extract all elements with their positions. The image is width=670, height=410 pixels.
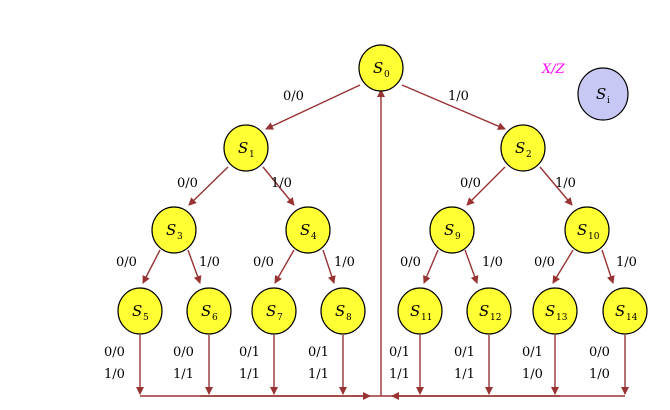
edge-s1-s3 [188, 166, 229, 206]
label-s3-s6: 1/0 [199, 255, 220, 270]
state-s0: S 0 [358, 44, 404, 92]
state-s7-letter: S [266, 302, 276, 320]
label-s0-s1: 0/0 [283, 89, 304, 104]
state-s4: S 4 [285, 206, 331, 254]
edge-s2-s10 [539, 166, 573, 206]
leaf-label-s13-top: 0/1 [522, 345, 543, 360]
state-s8: S 8 [320, 287, 366, 335]
label-s9-s12: 1/0 [482, 255, 503, 270]
edge-s1-s4 [262, 166, 295, 206]
label-s9-s11: 0/0 [400, 255, 421, 270]
tree-edges [142, 84, 615, 284]
leaf-label-s6-top: 0/0 [173, 345, 194, 360]
edge-s0-s1 [265, 84, 361, 130]
state-s4-letter: S [300, 221, 310, 239]
edge-s4-s8 [322, 249, 336, 284]
state-s13-sub: 13 [556, 313, 568, 323]
label-s1-s4: 1/0 [271, 176, 292, 191]
edge-s10-s13 [552, 249, 574, 284]
state-s2-sub: 2 [526, 150, 532, 160]
state-s5-letter: S [132, 302, 142, 320]
leaf-label-s7-bottom: 1/1 [239, 367, 260, 382]
state-s8-sub: 8 [346, 313, 352, 323]
state-s14-letter: S [615, 302, 625, 320]
edge-s3-s6 [187, 249, 202, 284]
leaf-label-s11-bottom: 1/1 [389, 367, 410, 382]
label-s4-s8: 1/0 [334, 255, 355, 270]
state-s1-letter: S [238, 139, 248, 157]
edge-s9-s12 [464, 249, 479, 284]
state-s9-sub: 9 [455, 232, 461, 242]
label-s2-s10: 1/0 [555, 176, 576, 191]
edge-s0-s2 [401, 84, 506, 130]
state-s3-sub: 3 [177, 232, 183, 242]
label-s10-s13: 0/0 [534, 255, 555, 270]
label-s4-s7: 0/0 [253, 255, 274, 270]
edge-s10-s14 [601, 249, 615, 284]
state-s11-sub: 11 [421, 313, 432, 323]
label-s3-s5: 0/0 [116, 255, 137, 270]
leaf-label-s7-top: 0/1 [239, 345, 260, 360]
leaf-label-s12-bottom: 1/1 [454, 367, 475, 382]
legend-state-circle [577, 67, 629, 121]
state-s7: S 7 [251, 287, 297, 335]
legend-label: X/Z [541, 62, 566, 77]
return-lines [136, 89, 629, 400]
legend: X/Z S i [541, 62, 629, 121]
state-s9-letter: S [444, 221, 454, 239]
state-s9: S 9 [429, 206, 475, 254]
state-s8-letter: S [335, 302, 345, 320]
edge-s4-s7 [274, 249, 295, 284]
leaf-label-s6-bottom: 1/1 [173, 367, 194, 382]
state-s12-sub: 12 [490, 313, 501, 323]
state-s5: S 5 [117, 287, 163, 335]
state-s13-letter: S [545, 302, 555, 320]
state-s6: S 6 [186, 287, 232, 335]
state-s4-sub: 4 [311, 232, 317, 242]
state-s11-letter: S [410, 302, 420, 320]
leaf-label-s12-top: 0/1 [454, 345, 475, 360]
state-s10: S 10 [564, 206, 610, 254]
state-nodes: S 0 S 1 S 2 S 3 S 4 S 9 S [117, 44, 648, 335]
label-s1-s3: 0/0 [177, 176, 198, 191]
state-s6-sub: 6 [212, 313, 218, 323]
state-s3: S 3 [151, 206, 197, 254]
state-s5-sub: 5 [143, 313, 149, 323]
label-s0-s2: 1/0 [448, 89, 469, 104]
state-s6-letter: S [201, 302, 211, 320]
state-s1: S 1 [223, 124, 269, 172]
edge-s3-s5 [142, 249, 161, 284]
state-s10-sub: 10 [588, 232, 600, 242]
state-s10-letter: S [577, 221, 587, 239]
state-s0-letter: S [373, 59, 383, 77]
state-s14: S 14 [602, 287, 648, 335]
edge-s9-s11 [423, 249, 439, 284]
leaf-label-s8-top: 0/1 [308, 345, 329, 360]
state-s3-letter: S [166, 221, 176, 239]
leaf-label-s14-bottom: 1/0 [589, 367, 610, 382]
legend-state-sub: i [607, 96, 610, 106]
transition-labels: 0/0 1/0 0/0 1/0 0/0 1/0 0/0 1/0 0/0 1/0 … [104, 89, 637, 382]
leaf-label-s5-top: 0/0 [104, 345, 125, 360]
leaf-label-s14-top: 0/0 [589, 345, 610, 360]
state-s0-sub: 0 [384, 70, 390, 80]
state-s1-sub: 1 [249, 150, 255, 160]
state-s12: S 12 [466, 287, 512, 335]
state-s13: S 13 [532, 287, 578, 335]
legend-state-letter: S [596, 85, 606, 103]
label-s10-s14: 1/0 [616, 255, 637, 270]
leaf-label-s13-bottom: 1/0 [522, 367, 543, 382]
leaf-label-s5-bottom: 1/0 [104, 367, 125, 382]
state-s7-sub: 7 [277, 313, 283, 323]
state-s2-letter: S [515, 139, 525, 157]
leaf-label-s11-top: 0/1 [389, 345, 410, 360]
edge-s2-s9 [466, 166, 506, 206]
state-s14-sub: 14 [626, 313, 638, 323]
state-s11: S 11 [397, 287, 443, 335]
leaf-label-s8-bottom: 1/1 [308, 367, 329, 382]
state-s2: S 2 [500, 124, 546, 172]
state-s12-letter: S [479, 302, 489, 320]
label-s2-s9: 0/0 [460, 176, 481, 191]
